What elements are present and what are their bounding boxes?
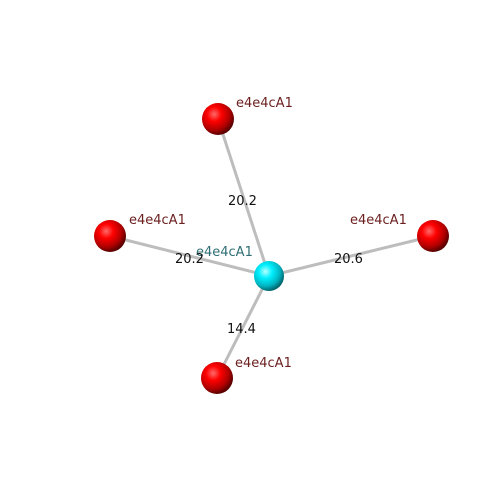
bonds [108, 117, 435, 380]
bond-top [216, 117, 271, 278]
bond-label-top: 20.2 [228, 194, 257, 209]
atom-label-bottom: e4e4cA1 [235, 356, 292, 371]
atom-label-right: e4e4cA1 [350, 213, 407, 228]
atom-right [417, 220, 449, 252]
bond-label-bottom: 14.4 [227, 322, 256, 337]
atom-label-center: e4e4cA1 [196, 245, 253, 260]
atom-bottom [201, 362, 233, 394]
outer-atoms [94, 103, 449, 394]
atom-labels: e4e4cA1 e4e4cA1 e4e4cA1 e4e4cA1 e4e4cA1 [129, 96, 407, 371]
atom-center [254, 261, 284, 291]
atom-top [202, 103, 234, 135]
bond-bottom [215, 274, 271, 380]
atom-label-top: e4e4cA1 [236, 96, 293, 111]
bond-labels: 20.2 20.2 20.6 14.4 [175, 194, 363, 337]
atom-left [94, 220, 126, 252]
bond-right [267, 234, 435, 278]
bond-label-left: 20.2 [175, 252, 204, 267]
atom-label-left: e4e4cA1 [129, 213, 186, 228]
bond-label-right: 20.6 [334, 252, 363, 267]
bond-left [108, 234, 271, 278]
